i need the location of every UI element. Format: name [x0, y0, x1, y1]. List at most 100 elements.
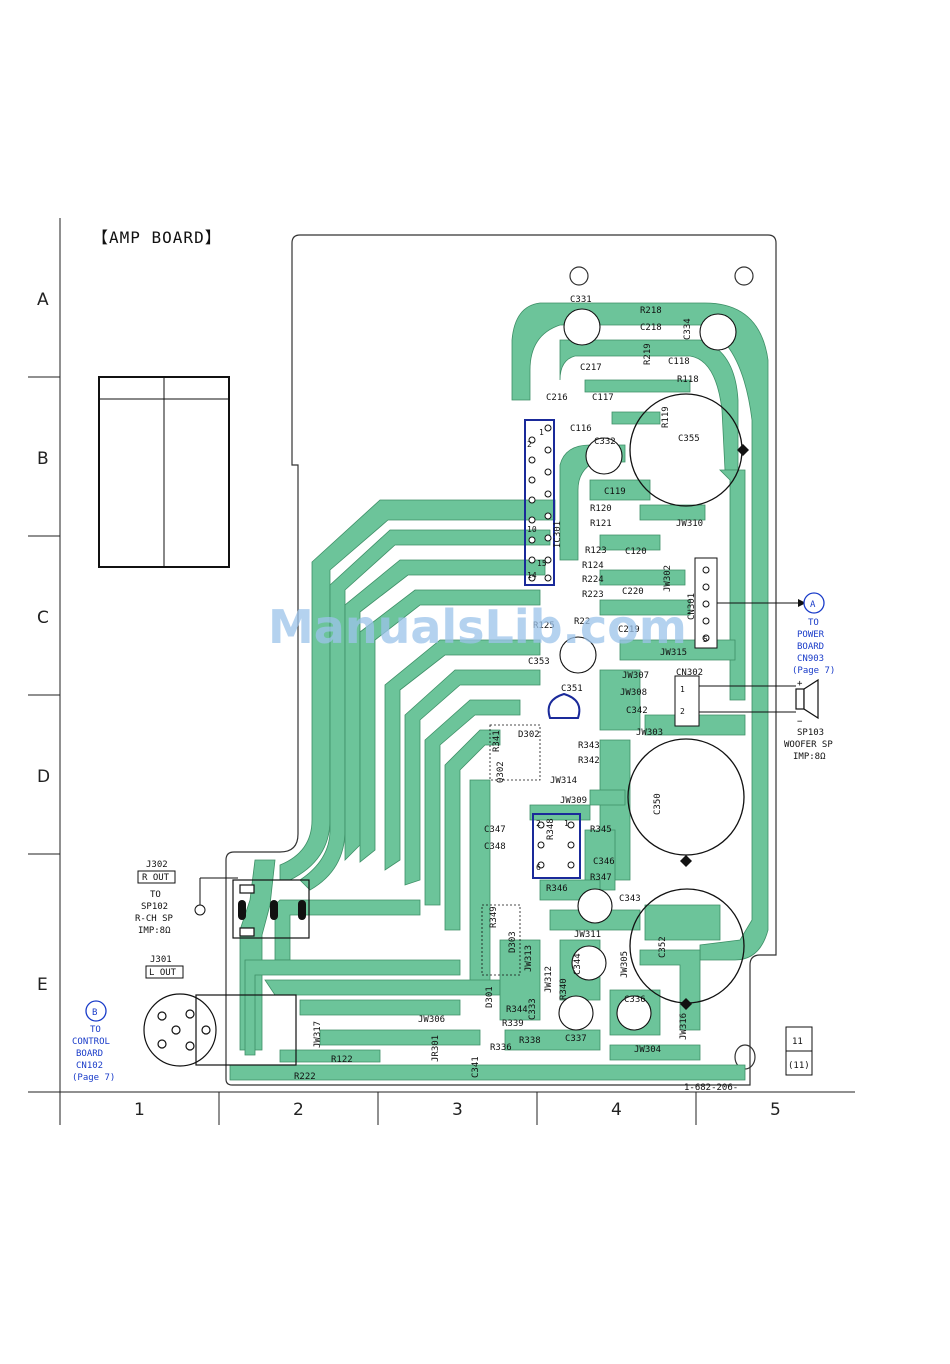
connector-a-line-4: CN903	[797, 654, 824, 664]
cn301-pins	[702, 566, 710, 642]
label-r338: R338	[519, 1036, 541, 1046]
label-jw303: JW303	[636, 728, 663, 738]
label-r123: R123	[585, 546, 607, 556]
label-c220: C220	[622, 587, 644, 597]
label-r125: R125	[533, 621, 555, 631]
label-r349: R349	[489, 906, 499, 928]
connector-b-line-5: (Page 7)	[72, 1073, 115, 1083]
label-c342: C342	[626, 706, 648, 716]
label-r225: R22	[574, 617, 590, 627]
arrow-to-power	[798, 599, 806, 607]
board-outline	[225, 234, 777, 1086]
label-jw316: JW316	[679, 1013, 689, 1040]
connector-a-letter: A	[810, 600, 816, 610]
label-r223: R223	[582, 590, 604, 600]
label-jw314: JW314	[550, 776, 577, 786]
grid-col-5: 5	[770, 1100, 781, 1120]
label-cn301: CN301	[687, 593, 697, 620]
label-r119: R119	[661, 406, 671, 428]
label-r345: R345	[590, 825, 612, 835]
connector-b-letter: B	[92, 1008, 97, 1018]
label-d303: D303	[508, 931, 518, 953]
label-c341: C341	[471, 1056, 481, 1078]
connector-a-line-5: (Page 7)	[792, 666, 835, 676]
label-r344: R344	[506, 1005, 528, 1015]
label-d301: D301	[485, 986, 495, 1008]
grid-col-3: 3	[452, 1100, 463, 1120]
label-r342: R342	[578, 756, 600, 766]
label-r218: R218	[640, 306, 662, 316]
label-q302: Q302	[496, 761, 506, 783]
label-jw309: JW309	[560, 796, 587, 806]
label-jw313: JW313	[524, 945, 534, 972]
label-c347: C347	[484, 825, 506, 835]
label-r224: R224	[582, 575, 604, 585]
label-r219: R219	[643, 343, 653, 365]
label-r118: R118	[677, 375, 699, 385]
q-pin-2: 2	[536, 819, 541, 828]
label-r121: R121	[590, 519, 612, 529]
page-marker-1: 11	[792, 1037, 803, 1047]
label-c116: C116	[570, 424, 592, 434]
label-jw305: JW305	[620, 951, 630, 978]
label-jw308: JW308	[620, 688, 647, 698]
connector-a-line-3: BOARD	[797, 642, 824, 652]
label-r348: R348	[546, 818, 556, 840]
label-c216: C216	[546, 393, 568, 403]
j302-ref: J302	[146, 860, 168, 870]
j302-line-1: TO	[150, 890, 161, 900]
j301-box	[145, 965, 184, 979]
j301-ref: J301	[150, 955, 172, 965]
label-c346: C346	[593, 857, 615, 867]
speaker-icon	[795, 678, 819, 720]
label-r339: R339	[502, 1019, 524, 1029]
external-wires	[199, 602, 800, 905]
label-d302: D302	[518, 730, 540, 740]
label-c331: C331	[570, 295, 592, 305]
label-c344: C344	[573, 953, 583, 975]
label-jw304: JW304	[634, 1045, 661, 1055]
label-c334: C334	[683, 318, 693, 340]
label-c351: C351	[561, 684, 583, 694]
ic301-pin-1: 1	[539, 428, 544, 437]
label-r341: R341	[492, 730, 502, 752]
cn302-body	[674, 675, 700, 727]
connector-a-line-2: POWER	[797, 630, 825, 640]
dashed-outlines	[481, 724, 541, 976]
label-c337: C337	[565, 1034, 587, 1044]
page-marker-2: (11)	[788, 1061, 810, 1071]
q-outline	[532, 813, 581, 879]
ic301-pin-15: 15	[537, 559, 547, 568]
ic301-pin-2: 2	[527, 440, 532, 449]
label-c343: C343	[619, 894, 641, 904]
connector-b-line-2: CONTROL	[72, 1037, 110, 1047]
label-jw317: JW317	[313, 1021, 323, 1048]
label-c217: C217	[580, 363, 602, 373]
ic301-pin-14: 14	[527, 571, 537, 580]
board-title: 【AMP BOARD】	[92, 228, 222, 247]
ic301-pin-10: 10	[527, 525, 537, 534]
cn302-pin-1: 1	[680, 685, 685, 694]
mount-hole	[734, 266, 754, 286]
grid-row-c: C	[37, 608, 49, 628]
ic301-pins	[528, 424, 552, 582]
label-c219: C219	[618, 625, 640, 635]
ic301-outline	[524, 419, 555, 586]
cn301-pin-5: 5	[703, 635, 708, 644]
grid-col-4: 4	[611, 1100, 622, 1120]
label-r340: R340	[559, 978, 569, 1000]
j302-line-4: IMP:8Ω	[138, 926, 171, 936]
sp103-line-3: IMP:8Ω	[793, 752, 826, 762]
component-labels: C331 R218 C218 C334 R219 C217 C118 R118 …	[294, 295, 703, 1082]
j302-pads	[238, 900, 306, 920]
grid-row-b: B	[37, 449, 49, 469]
connector-b-marker	[85, 1000, 107, 1022]
label-cn302: CN302	[676, 668, 703, 678]
label-c118: C118	[668, 357, 690, 367]
label-jw312: JW312	[544, 966, 554, 993]
connector-a-marker	[803, 592, 825, 614]
label-jw306: JW306	[418, 1015, 445, 1025]
label-c119: C119	[604, 487, 626, 497]
mount-hole	[569, 266, 589, 286]
